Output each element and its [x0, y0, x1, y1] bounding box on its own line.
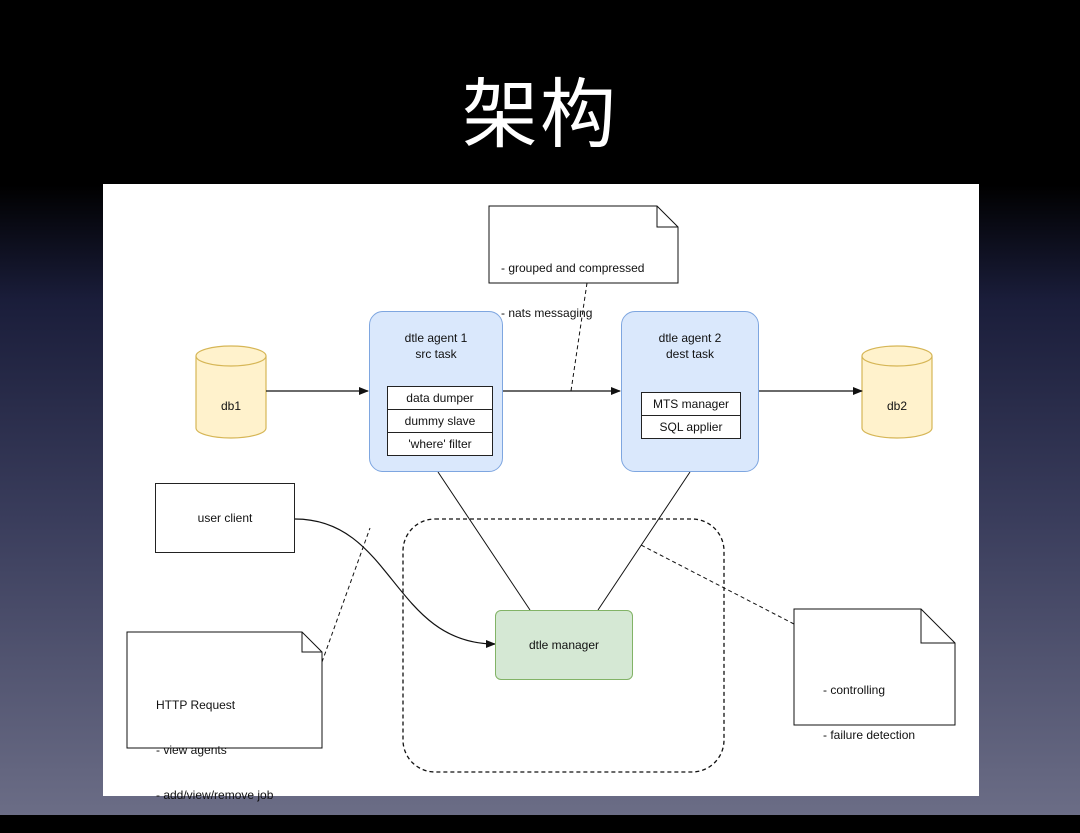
note-transport-line1: - grouped and compressed [501, 261, 645, 275]
note-http-line1: HTTP Request [156, 698, 236, 712]
agent2-title-line2: dest task [665, 347, 715, 361]
agent1-components: data dumper dummy slave 'where' filter [387, 386, 493, 456]
user-client[interactable]: user client [155, 483, 295, 553]
component-data-dumper: data dumper [388, 387, 492, 410]
note-transport-text: - grouped and compressed - nats messagin… [501, 231, 644, 351]
manager-group-boundary [402, 518, 725, 773]
dtle-manager[interactable]: dtle manager [495, 610, 633, 680]
component-dummy-slave: dummy slave [388, 410, 492, 433]
note-manager-line1: - controlling [823, 683, 886, 697]
dashed-link-manager-note [638, 543, 795, 625]
note-http-shape [126, 631, 323, 749]
note-transport-shape [488, 205, 679, 284]
agent1-title-line1: dtle agent 1 [404, 331, 468, 345]
db2-cylinder[interactable] [861, 345, 933, 439]
diagram-canvas: db1 db2 dtle agent 1 src task data dumpe… [103, 184, 979, 802]
line-agent2-to-manager [597, 471, 691, 611]
user-client-label: user client [197, 511, 253, 525]
note-manager-line2: - failure detection [823, 728, 916, 742]
component-sql-applier: SQL applier [659, 420, 723, 434]
arrow-user-to-manager [294, 518, 496, 648]
note-manager-shape [793, 608, 956, 726]
note-manager-text: - controlling - failure detection [823, 653, 915, 773]
agent1-title-line2: src task [415, 347, 457, 361]
note-http-line3: - add/view/remove job [156, 788, 274, 802]
connectors-layer [126, 205, 956, 773]
slide-title: 架构 [462, 70, 618, 159]
line-agent1-to-manager [437, 471, 531, 611]
dtle-agent-1[interactable]: dtle agent 1 src task data dumper dummy … [369, 311, 503, 472]
agent2-components: MTS manager SQL applier [641, 392, 741, 439]
note-http-text: HTTP Request - view agents - add/view/re… [156, 668, 273, 833]
db1-label: db1 [220, 399, 242, 413]
db2-label: db2 [886, 399, 908, 413]
note-http-line2: - view agents [156, 743, 227, 757]
component-where-filter: 'where' filter [408, 437, 472, 451]
agent2-title-line1: dtle agent 2 [658, 331, 722, 345]
db1-cylinder[interactable] [195, 345, 267, 439]
note-transport-line2: - nats messaging [501, 306, 593, 320]
dtle-agent-2[interactable]: dtle agent 2 dest task MTS manager SQL a… [621, 311, 759, 472]
component-mts-manager: MTS manager [642, 393, 740, 416]
dashed-link-http-note [321, 527, 371, 663]
manager-label: dtle manager [528, 638, 600, 652]
